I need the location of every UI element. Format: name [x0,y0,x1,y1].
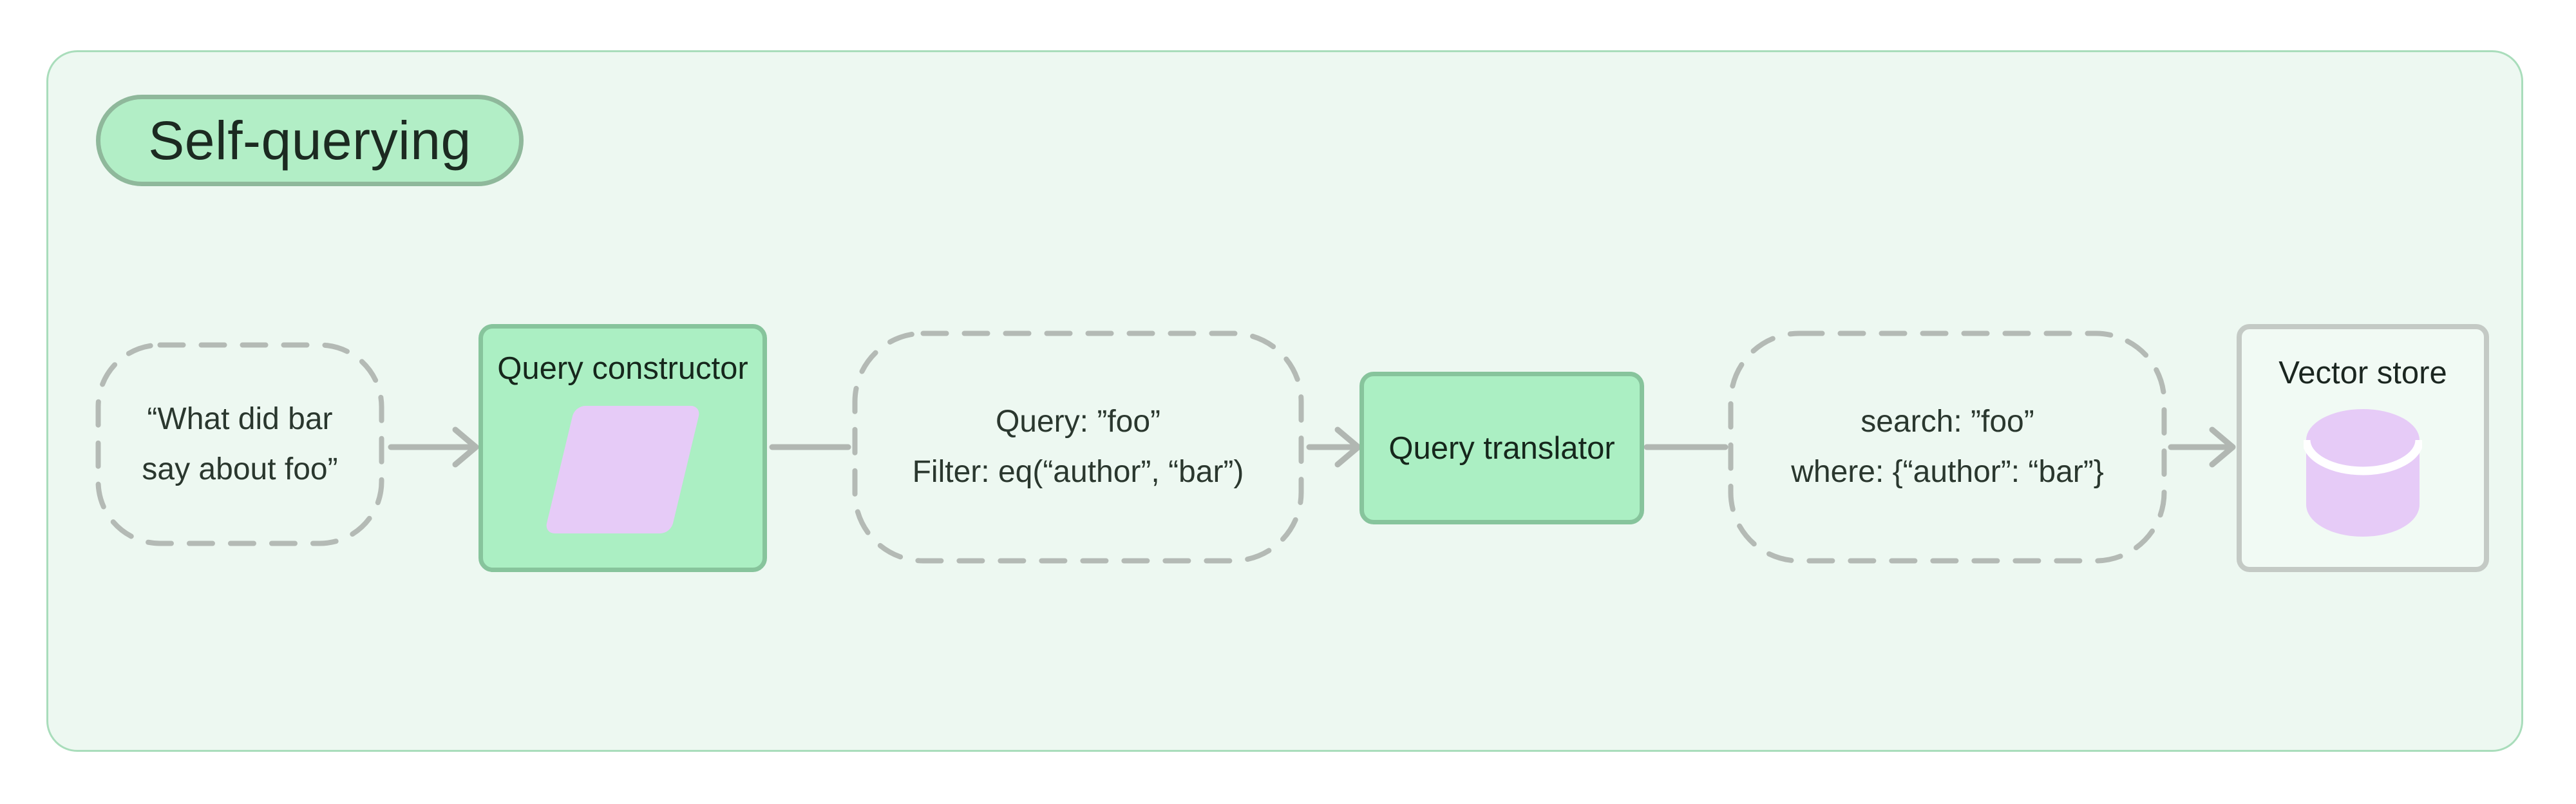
database-gap [2304,439,2422,475]
database-top [2306,409,2420,471]
node-query-translator-label: Query translator [1388,430,1615,466]
dashed-border [95,342,384,546]
diagram-title: Self-querying [148,110,471,171]
text-line: where: {“author”: “bar”} [1791,455,2104,489]
node-vector-store-label: Vector store [2278,356,2447,390]
node-translated-query-text: search: ”foo” where: {“author”: “bar”} [1791,397,2104,497]
text-line: search: ”foo” [1861,405,2034,439]
connector-user-query-to-constructor [388,426,479,468]
arrowhead-icon [1334,426,1361,468]
arrowhead-icon [2209,426,2236,468]
connector-translated-query-to-vector-store [2168,426,2236,468]
node-translated-query: search: ”foo” where: {“author”: “bar”} [1728,330,2167,564]
node-constructed-query: Query: ”foo” Filter: eq(“author”, “bar”) [852,330,1304,564]
node-user-query-text: “What did bar say about foo” [142,394,337,495]
arrowhead-icon [452,426,479,468]
parallelogram-icon [544,406,701,533]
text-line: Query: ”foo” [995,405,1161,439]
node-query-constructor: Query constructor [478,324,767,572]
connector-constructed-query-to-translator [1306,426,1361,468]
node-query-constructor-label: Query constructor [497,351,748,386]
dashed-border [852,330,1304,564]
text-line: Filter: eq(“author”, “bar”) [912,455,1244,489]
node-user-query: “What did bar say about foo” [95,342,384,546]
node-vector-store: Vector store [2237,324,2489,572]
node-constructed-query-text: Query: ”foo” Filter: eq(“author”, “bar”) [913,397,1244,497]
node-query-translator: Query translator [1359,372,1644,524]
database-icon [2304,409,2422,537]
dashed-border [1728,330,2167,564]
text-line: “What did bar [147,401,333,436]
text-line: say about foo” [142,452,338,486]
diagram-title-badge: Self-querying [96,95,524,186]
diagram-canvas: Self-querying [46,50,2523,752]
